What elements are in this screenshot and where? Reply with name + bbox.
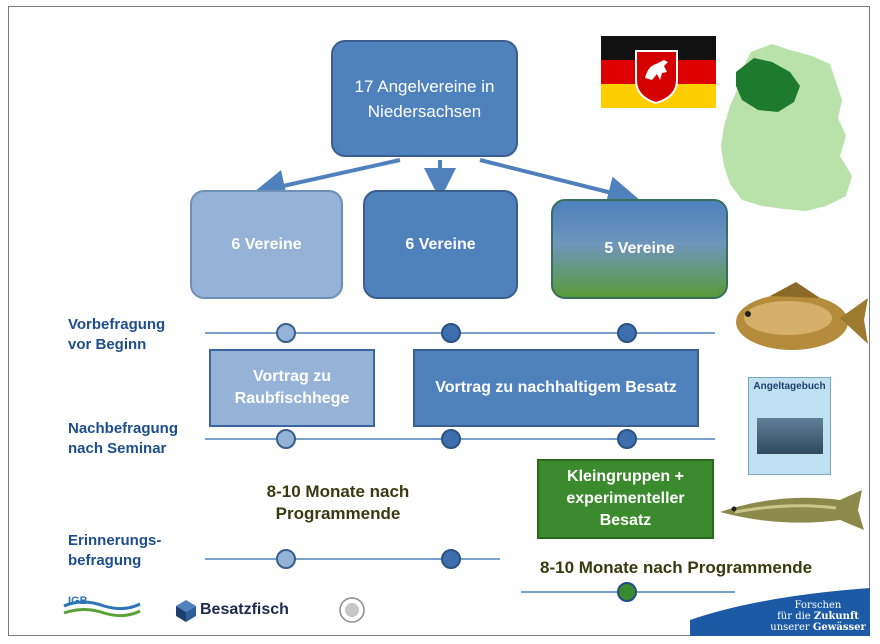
footer-line2a: für die bbox=[777, 611, 814, 622]
footer-wave bbox=[690, 588, 870, 636]
club-count: 6 bbox=[231, 235, 241, 253]
group-line1: Kleingruppen + bbox=[567, 468, 684, 485]
besatzfisch-cube-icon bbox=[176, 600, 196, 622]
slide-frame bbox=[8, 6, 870, 636]
club-group-a: 6 Vereine bbox=[190, 190, 343, 299]
footer-line3b: Gewässer bbox=[812, 622, 866, 633]
timing-b-text: 8-10 Monate nach Programmende bbox=[540, 558, 813, 577]
timing-a-line2: Programmende bbox=[275, 504, 401, 523]
marker-post-c bbox=[617, 429, 637, 449]
total-clubs-box: 17 Angelvereine in Niedersachsen bbox=[331, 40, 518, 157]
club-label: Vereine bbox=[617, 240, 675, 257]
fishing-diary-booklet: Angeltagebuch bbox=[748, 377, 831, 475]
marker-pre-b bbox=[441, 323, 461, 343]
carp-icon bbox=[736, 282, 868, 350]
footer-line2b: Zukunft bbox=[813, 611, 859, 622]
talk-stocking-text: Vortrag zu nachhaltigem Besatz bbox=[435, 379, 677, 396]
group-line2: experimenteller bbox=[566, 490, 685, 507]
club-group-c: 5 Vereine bbox=[551, 199, 728, 299]
talk-predator-line2: Raubfischhege bbox=[234, 390, 350, 407]
igb-logo-icon bbox=[63, 600, 141, 618]
marker-post-a bbox=[276, 429, 296, 449]
total-clubs-line1: 17 Angelvereine in bbox=[354, 76, 495, 96]
igb-logo-text: IGB bbox=[68, 595, 88, 607]
club-group-b: 6 Vereine bbox=[363, 190, 518, 299]
timing-label-b: 8-10 Monate nach Programmende bbox=[540, 557, 840, 579]
marker-pre-c bbox=[617, 323, 637, 343]
stage-post-line2: nach Seminar bbox=[68, 440, 167, 457]
germany-map-icon bbox=[721, 44, 852, 211]
footer-line3a: unserer bbox=[770, 622, 813, 633]
marker-reminder-b bbox=[441, 549, 461, 569]
besatzfisch-logo-text: Besatzfisch bbox=[200, 601, 289, 618]
marker-post-b bbox=[441, 429, 461, 449]
flag-icon bbox=[601, 36, 716, 108]
arrow-right bbox=[479, 158, 640, 208]
stage-label-post: Nachbefragung nach Seminar bbox=[68, 419, 178, 459]
total-clubs-line2: Niedersachsen bbox=[367, 101, 482, 121]
stage-reminder-line1: Erinnerungs- bbox=[68, 532, 162, 549]
club-count: 5 bbox=[604, 240, 614, 257]
timing-a-line1: 8-10 Monate nach bbox=[266, 482, 410, 501]
footer-slogan: Forschen für die Zukunft unserer Gewässe… bbox=[770, 600, 866, 633]
marker-pre-a bbox=[276, 323, 296, 343]
seal-icon bbox=[339, 597, 365, 623]
club-label: Vereine bbox=[244, 235, 302, 253]
marker-reminder-a bbox=[276, 549, 296, 569]
stage-label-reminder: Erinnerungs-befragung bbox=[68, 531, 161, 571]
talk-stocking-box: Vortrag zu nachhaltigem Besatz bbox=[413, 349, 699, 427]
arrow-left bbox=[253, 158, 401, 202]
footer-line1: Forschen bbox=[794, 600, 842, 611]
group-line3: Besatz bbox=[599, 512, 652, 529]
stage-post-line1: Nachbefragung bbox=[68, 420, 179, 437]
stage-reminder-line2: befragung bbox=[68, 552, 142, 569]
club-label: Vereine bbox=[418, 235, 476, 253]
stage-label-pre: Vorbefragung vor Beginn bbox=[68, 315, 165, 355]
pike-icon bbox=[720, 490, 864, 530]
booklet-title: Angeltagebuch bbox=[753, 381, 826, 392]
stage-pre-line1: Vorbefragung bbox=[68, 316, 166, 333]
club-count: 6 bbox=[405, 235, 415, 253]
talk-predator-line1: Vortrag zu bbox=[253, 368, 331, 385]
marker-reminder-c bbox=[617, 582, 637, 602]
talk-predator-box: Vortrag zu Raubfischhege bbox=[209, 349, 375, 427]
stage-pre-line2: vor Beginn bbox=[68, 336, 147, 353]
booklet-photo bbox=[757, 418, 823, 454]
